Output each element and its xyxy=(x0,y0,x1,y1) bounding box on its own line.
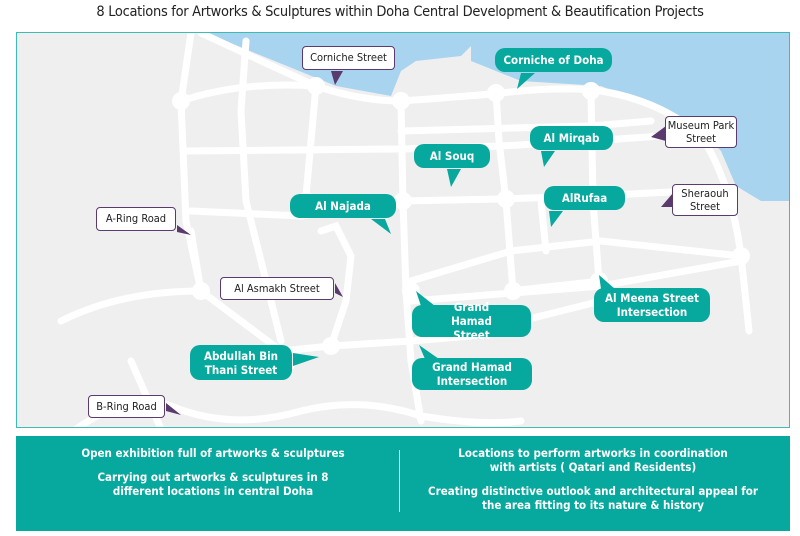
location-abdullah-bin-thani-street[interactable]: Abdullah Bin Thani Street xyxy=(190,345,292,380)
footer-right-column: Locations to perform artworks in coordin… xyxy=(408,446,778,522)
footer-info-panel: Open exhibition full of artworks & sculp… xyxy=(16,436,790,531)
street-label-b-ring-road: B-Ring Road xyxy=(88,395,165,418)
footer-left-point-2: Carrying out artworks & sculptures in 8 … xyxy=(97,470,329,498)
footer-left-point-1: Open exhibition full of artworks & sculp… xyxy=(81,446,345,460)
footer-right-point-2: Creating distinctive outlook and archite… xyxy=(428,484,758,512)
location-al-souq[interactable]: Al Souq xyxy=(414,144,490,168)
page-title: 8 Locations for Artworks & Sculptures wi… xyxy=(96,4,704,20)
street-label-museum-park-street: Museum Park Street xyxy=(665,116,737,148)
location-corniche-of-doha[interactable]: Corniche of Doha xyxy=(495,48,612,72)
street-label-al-asmakh-street: Al Asmakh Street xyxy=(220,277,334,300)
footer-divider xyxy=(399,450,400,512)
location-alrufaa[interactable]: AlRufaa xyxy=(544,186,625,210)
location-grand-hamad-street[interactable]: Grand Hamad Street xyxy=(412,300,531,342)
footer-left-column: Open exhibition full of artworks & sculp… xyxy=(28,446,398,508)
location-al-mirqab[interactable]: Al Mirqab xyxy=(530,126,613,150)
location-al-meena-street-intersection[interactable]: Al Meena Street Intersection xyxy=(594,288,710,322)
street-label-a-ring-road: A-Ring Road xyxy=(96,207,176,231)
location-al-najada[interactable]: Al Najada xyxy=(290,194,396,218)
label-tails xyxy=(166,71,673,415)
street-label-corniche-street: Corniche Street xyxy=(302,46,395,70)
water-bay xyxy=(471,33,789,201)
location-grand-hamad-intersection[interactable]: Grand Hamad Intersection xyxy=(412,358,532,390)
footer-right-point-1: Locations to perform artworks in coordin… xyxy=(458,446,728,474)
street-label-sheraouh-street: Sheraouh Street xyxy=(672,184,738,216)
